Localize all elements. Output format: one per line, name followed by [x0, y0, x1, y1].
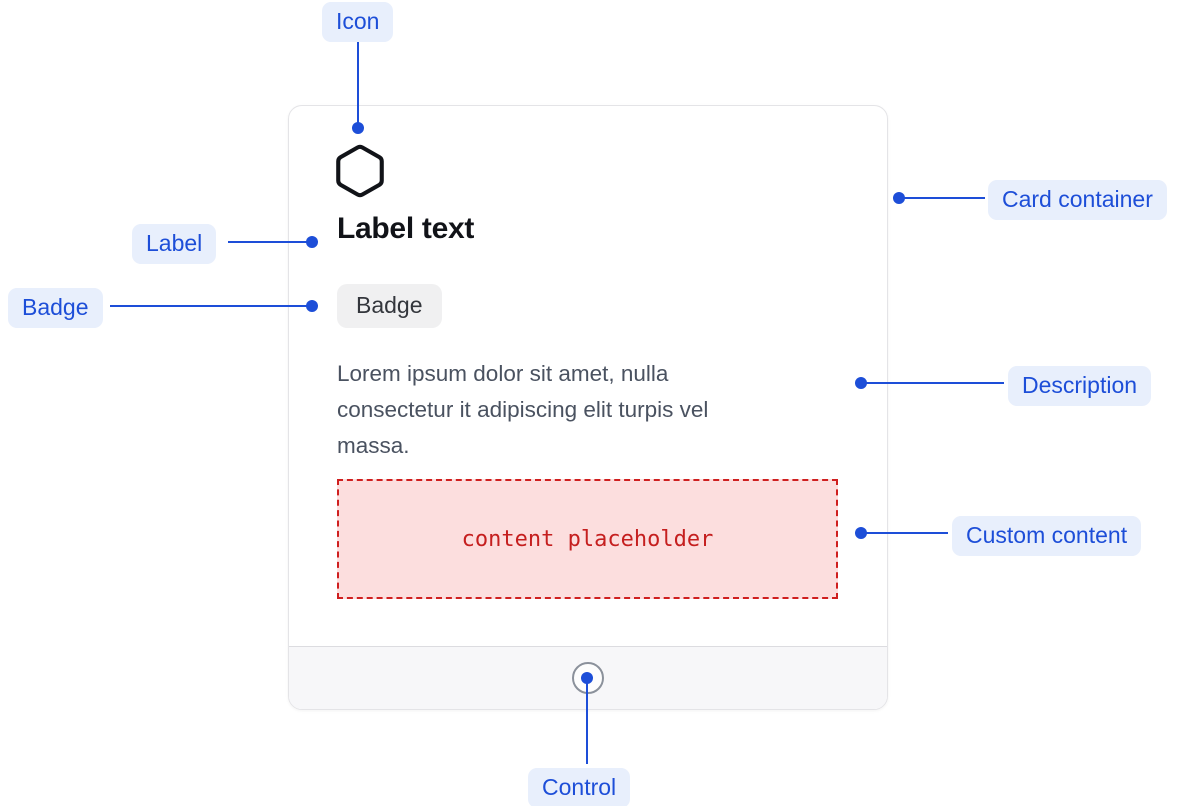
callout-pill-label: Label: [132, 224, 217, 264]
placeholder-text: content placeholder: [461, 526, 714, 552]
callout-dot-custom-content: [855, 527, 867, 539]
card-label: Label text: [337, 212, 475, 245]
callout-pill-badge: Badge: [8, 288, 103, 328]
callout-dot-description: [855, 377, 867, 389]
callout-dot-card-container: [893, 192, 905, 204]
callout-line-card-container: [899, 197, 985, 199]
callout-pill-card-container: Card container: [988, 180, 1167, 220]
callout-line-icon: [357, 40, 359, 124]
custom-content-placeholder: content placeholder: [337, 479, 838, 599]
callout-dot-badge: [306, 300, 318, 312]
description-line: consectetur it adipiscing elit turpis ve…: [337, 397, 709, 422]
callout-pill-description: Description: [1008, 366, 1152, 406]
callout-pill-control: Control: [528, 768, 631, 806]
description-line: Lorem ipsum dolor sit amet, nulla: [337, 361, 669, 386]
card-description: Lorem ipsum dolor sit amet, nulla consec…: [337, 356, 857, 464]
card-badge: Badge: [337, 284, 442, 328]
callout-line-control: [586, 678, 588, 764]
description-line: massa.: [337, 433, 410, 458]
hexagon-icon: [336, 144, 384, 198]
callout-pill-icon: Icon: [322, 2, 394, 42]
callout-line-custom-content: [861, 532, 948, 534]
callout-line-badge: [110, 305, 312, 307]
card-container: Label text Badge Lorem ipsum dolor sit a…: [288, 105, 888, 710]
callout-dot-label: [306, 236, 318, 248]
callout-pill-custom-content: Custom content: [952, 516, 1142, 556]
callout-dot-icon: [352, 122, 364, 134]
callout-line-description: [861, 382, 1004, 384]
callout-dot-control: [581, 672, 593, 684]
callout-line-label: [228, 241, 312, 243]
control-button[interactable]: [572, 662, 604, 694]
